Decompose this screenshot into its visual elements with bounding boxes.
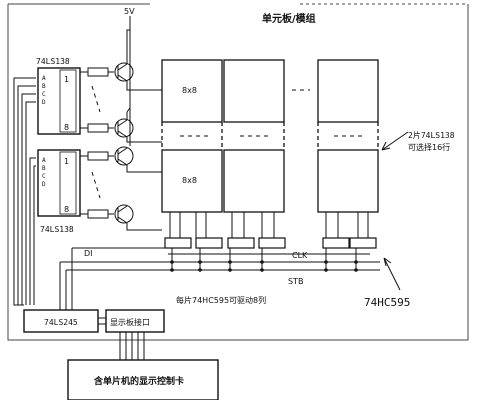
module-boundary bbox=[7, 4, 469, 341]
clock-label: CLK bbox=[292, 251, 308, 260]
decoder-top-label: 74LS138 bbox=[36, 57, 70, 66]
matrix-label-top: 8x8 bbox=[182, 86, 197, 95]
decoder-bottom-chip bbox=[37, 149, 81, 217]
supply-rail bbox=[126, 16, 131, 146]
address-bus bbox=[13, 77, 36, 306]
column-lines bbox=[169, 212, 369, 238]
driver-row-top-2 bbox=[80, 112, 162, 143]
driver-row-bottom-2 bbox=[80, 204, 162, 231]
driver-row-bottom-1 bbox=[80, 146, 162, 173]
decoder-top-chip bbox=[37, 67, 81, 135]
row-note-line1: 2片74LS138 bbox=[408, 130, 455, 140]
driver-dashes-bottom bbox=[91, 171, 101, 199]
decoder-top-inner bbox=[59, 69, 77, 133]
bus-junctions bbox=[170, 260, 358, 272]
ribbon-cable bbox=[119, 332, 145, 360]
strobe-label: STB bbox=[288, 277, 303, 286]
buffer-chip bbox=[23, 309, 99, 333]
row-note-arrow bbox=[381, 131, 409, 151]
data-in-label: DI bbox=[84, 249, 93, 258]
decoder-bottom-label: 74LS138 bbox=[40, 225, 74, 234]
matrix-column-last bbox=[317, 59, 379, 213]
shift-register-label: 74HC595 bbox=[364, 296, 410, 309]
decoder-bottom-out-last: 8 bbox=[64, 205, 69, 214]
bus-to-buffer bbox=[59, 248, 73, 310]
decoder-top-out-first: 1 bbox=[64, 75, 69, 84]
driver-dashes-top bbox=[91, 85, 101, 113]
driver-row-top-1 bbox=[80, 29, 162, 91]
display-port-label: 显示板接口 bbox=[110, 317, 150, 327]
row-note-line2: 可选择16行 bbox=[408, 142, 450, 152]
matrix-column-2 bbox=[223, 59, 285, 213]
decoder-top-out-last: 8 bbox=[64, 123, 69, 132]
matrix-label-bottom: 8x8 bbox=[182, 176, 197, 185]
display-port-box bbox=[105, 309, 165, 333]
controller-label: 含单片机的显示控制卡 bbox=[93, 375, 184, 387]
shift-register-note: 每片74HC595可驱动8列 bbox=[176, 295, 266, 305]
buffer-to-port-link bbox=[98, 317, 106, 325]
matrix-gap-dashes bbox=[180, 89, 362, 137]
shift-register-chips bbox=[164, 237, 377, 249]
supply-label: 5V bbox=[124, 7, 135, 16]
shift-register-arrow bbox=[383, 257, 401, 291]
buffer-label: 74LS245 bbox=[44, 318, 78, 327]
module-title: 单元板/模组 bbox=[262, 12, 316, 25]
decoder-bottom-out-first: 1 bbox=[64, 157, 69, 166]
decoder-bottom-inner bbox=[59, 151, 77, 215]
control-bus bbox=[60, 247, 380, 271]
matrix-column-1 bbox=[161, 59, 223, 213]
